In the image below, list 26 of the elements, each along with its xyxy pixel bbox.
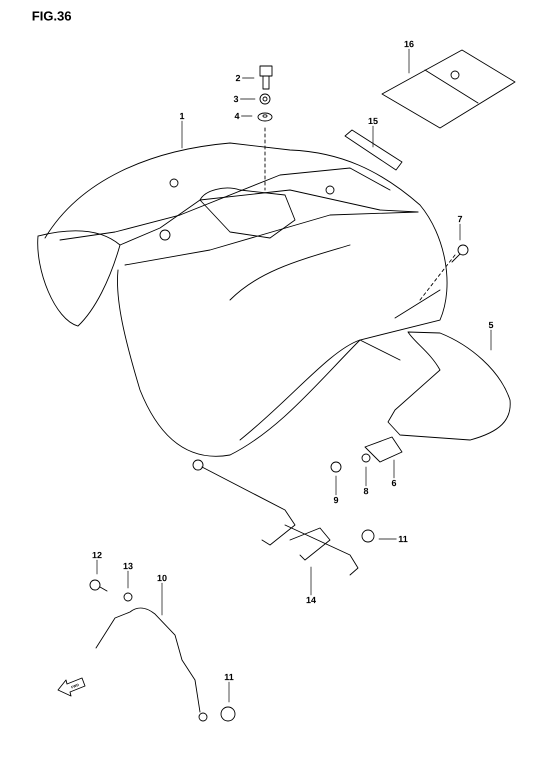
callout-number: 4 [234, 112, 240, 120]
callout-number: 3 [234, 96, 238, 102]
callout-number: 9 [334, 496, 338, 504]
leader-line [310, 566, 312, 596]
callout-number: 7 [458, 216, 462, 222]
callout-number: 15 [368, 118, 378, 124]
leader-line [490, 330, 492, 350]
callout-number: 13 [124, 562, 133, 570]
callout-number: 2 [236, 74, 240, 82]
callout-number: 8 [364, 488, 368, 494]
callout-number: 6 [392, 480, 396, 486]
leader-line [228, 682, 230, 702]
leader-line [372, 126, 374, 148]
callout-number: 11 [398, 536, 408, 542]
callout-number: 1 [180, 112, 184, 120]
callout-number: 16 [404, 40, 414, 48]
callout-number: 14 [306, 596, 316, 604]
callout-number: 5 [488, 322, 494, 328]
callout-number: 12 [92, 552, 102, 558]
leader-line [96, 560, 98, 574]
figure-title: FIG.36 [32, 11, 72, 21]
leader-line [378, 538, 397, 540]
leader-line [240, 98, 256, 100]
callout-number: 10 [158, 574, 167, 582]
leader-line [408, 48, 410, 74]
callout-number: 11 [224, 674, 234, 680]
